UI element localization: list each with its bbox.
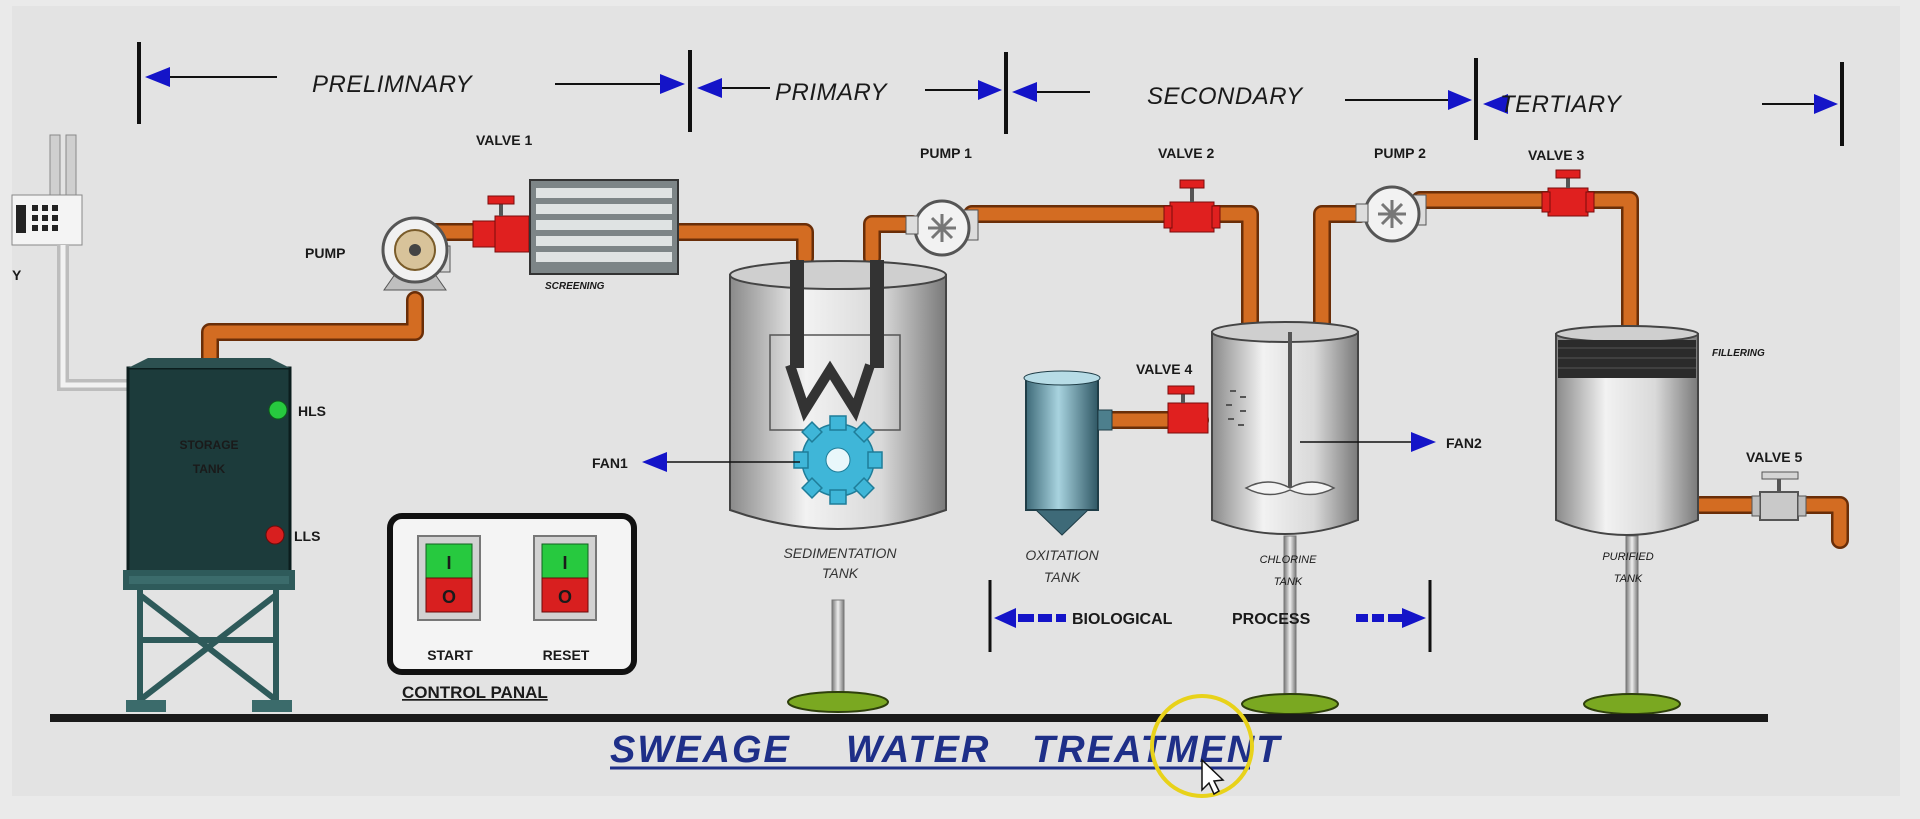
arrow-left-icon [1483, 94, 1508, 114]
arrow-left-icon [1012, 82, 1037, 102]
title-word-2: WATER [846, 729, 990, 771]
sedimentation-tank-label: SEDIMENTATION [783, 545, 897, 561]
screening-unit [529, 179, 679, 275]
lls-indicator-icon [265, 525, 285, 545]
oxidation-tank [1023, 370, 1113, 536]
control-panel: I O START I O RESET [387, 513, 637, 675]
start-on-symbol: I [446, 553, 451, 573]
lls-label: LLS [294, 528, 320, 544]
filter-layer [1558, 340, 1696, 378]
valve-handle-icon [1761, 471, 1799, 480]
stage-secondary: SECONDARY [1147, 83, 1304, 110]
chlorine-tank-label: TANK [1274, 576, 1303, 588]
arrow-right-icon [1402, 608, 1426, 628]
stage-tertiary: TERTIARY [1500, 91, 1623, 118]
agitator-icon [1244, 481, 1336, 496]
valve-handle-icon [1179, 179, 1205, 189]
pump-2[interactable] [1355, 185, 1427, 243]
storage-tank-label: TANK [193, 462, 226, 476]
stage-preliminary: PRELIMNARY [312, 71, 474, 98]
valve-5[interactable] [1751, 471, 1807, 521]
sedimentation-tank-label: TANK [822, 565, 859, 581]
valve-4[interactable] [1167, 385, 1209, 434]
fan-1[interactable] [793, 415, 883, 505]
arrow-left-icon [994, 608, 1016, 628]
valve-2-label: VALVE 2 [1158, 145, 1214, 161]
title-word-1: SWEAGE [610, 729, 791, 771]
start-off-symbol: O [442, 587, 456, 607]
hls-label: HLS [298, 403, 326, 419]
valve-1-label: VALVE 1 [476, 132, 532, 148]
valve-handle-icon [487, 195, 515, 205]
inlet-device: Y [11, 134, 135, 391]
valve-1[interactable] [472, 195, 530, 253]
fan-1-label: FAN1 [592, 455, 628, 471]
pump-1[interactable] [905, 199, 979, 257]
reset-label: RESET [543, 647, 590, 663]
biological-label: BIOLOGICAL [1072, 611, 1173, 628]
purified-tank-label: TANK [1614, 573, 1643, 585]
valve-4-label: VALVE 4 [1136, 361, 1192, 377]
pump-1-label: PUMP 1 [920, 145, 972, 161]
ground-line [50, 714, 1768, 722]
svg-text:Y: Y [12, 267, 22, 283]
pump-2-label: PUMP 2 [1374, 145, 1426, 161]
mouse-cursor [1150, 694, 1254, 798]
reset-on-symbol: I [562, 553, 567, 573]
filtering-label: FILLERING [1712, 348, 1765, 359]
chlorine-tank [1211, 321, 1359, 715]
cursor-highlight-icon [1150, 694, 1254, 798]
arrow-right-icon [1814, 94, 1838, 114]
arrow-left-icon [642, 452, 667, 472]
screening-label: SCREENING [545, 281, 605, 292]
sedimentation-tank [729, 260, 947, 713]
fan-2-label: FAN2 [1446, 435, 1482, 451]
valve-handle-icon [1167, 385, 1195, 395]
purified-tank-label: PURIFIED [1602, 551, 1653, 563]
valve-handle-icon [1555, 169, 1581, 179]
purified-tank [1555, 325, 1699, 715]
oxidation-tank-label: OXITATION [1025, 547, 1099, 563]
biological-process-bracket [988, 580, 1432, 652]
storage-tank: STORAGE TANK HLS LLS [123, 358, 326, 712]
page-title: SWEAGE WATER TREATMENT [610, 729, 1280, 771]
arrow-right-icon [1448, 90, 1472, 110]
reset-button[interactable]: I O [533, 535, 597, 621]
start-label: START [427, 647, 473, 663]
arrow-left-icon [697, 78, 722, 98]
hls-indicator-icon [268, 400, 288, 420]
valve-3-label: VALVE 3 [1528, 147, 1584, 163]
oxidation-tank-label: TANK [1044, 569, 1081, 585]
pointer-icon [1201, 758, 1225, 796]
chlorine-tank-label: CHLORINE [1260, 554, 1318, 566]
pump[interactable] [381, 216, 451, 291]
reset-off-symbol: O [558, 587, 572, 607]
start-button[interactable]: I O [417, 535, 481, 621]
valve-5-label: VALVE 5 [1746, 449, 1802, 465]
valve-2[interactable] [1163, 179, 1221, 233]
storage-tank-label: STORAGE [179, 438, 238, 452]
arrow-left-icon [145, 67, 170, 87]
stage-primary: PRIMARY [775, 79, 888, 106]
process-label: PROCESS [1232, 611, 1311, 628]
arrow-right-icon [1411, 432, 1436, 452]
pump-label: PUMP [305, 245, 345, 261]
stage-bar [137, 42, 1844, 146]
arrow-right-icon [660, 74, 685, 94]
valve-3[interactable] [1541, 169, 1595, 217]
arrow-right-icon [978, 80, 1002, 100]
control-panel-title: CONTROL PANAL [402, 683, 548, 702]
